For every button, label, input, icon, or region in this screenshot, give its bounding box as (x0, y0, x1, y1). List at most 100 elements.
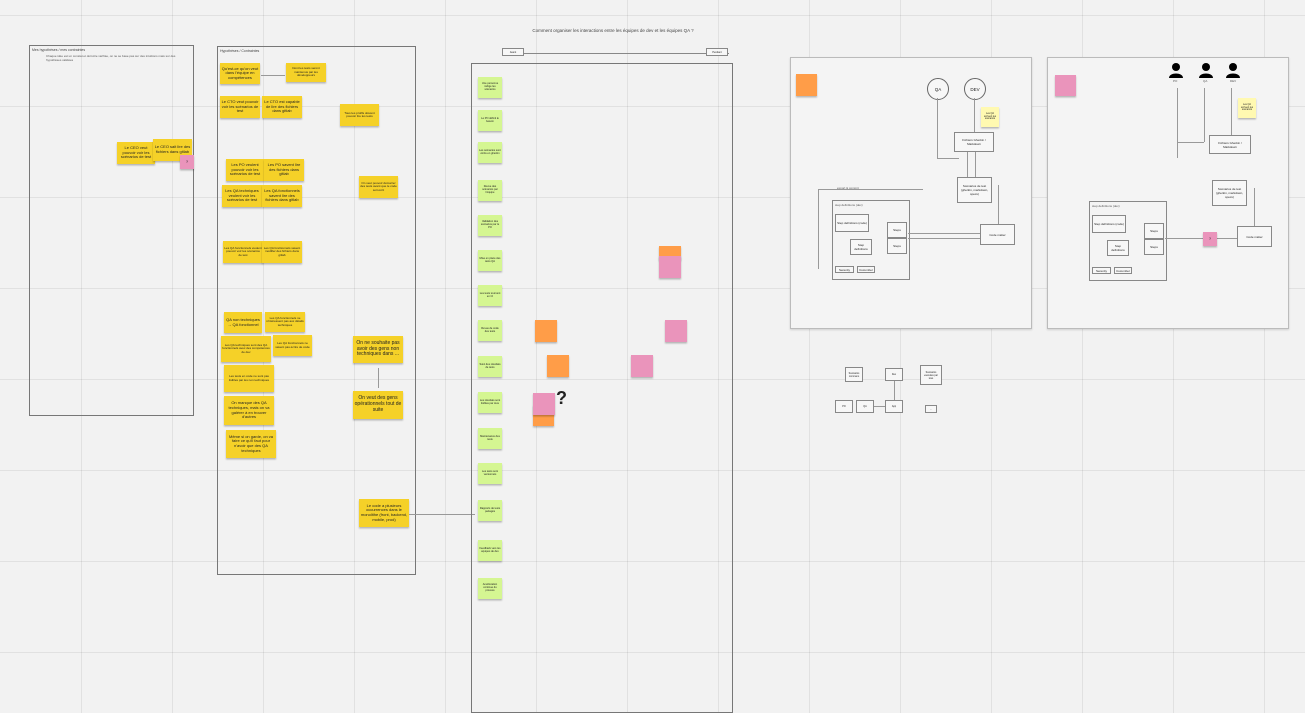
sticky-note[interactable]: Les QA fonctionnels savent lire des fich… (262, 185, 302, 207)
sticky-note-pink[interactable] (659, 256, 681, 278)
diagram-frame-a[interactable]: QA DEV Les QA écrivent les scénarios Fic… (790, 57, 1032, 329)
sticky-note[interactable]: Les QA fonctionnels veulent pouvoir voir… (223, 241, 263, 263)
actor-label: PO (1173, 79, 1178, 83)
sticky-note-green[interactable]: Maintenance des tests (478, 428, 502, 449)
box-step-definitions[interactable]: Step definitions (code) (1092, 215, 1126, 233)
box-gherkin-files[interactable]: Fichiers Gherkin / Markdown (1209, 135, 1251, 154)
box-step-definitions-2[interactable]: Step definitions (850, 239, 872, 255)
sticky-note[interactable]: Les QA techniques veulent voir les scéna… (222, 185, 262, 207)
sticky-note[interactable]: On ne souhaite pas avoir des gens non te… (353, 336, 403, 363)
sticky-note[interactable]: Les PO savent lire des fichiers dans git… (264, 159, 304, 181)
diagram-frame-b[interactable]: PO QA DEV Les QA écrivent les scénarios Fi… (1047, 57, 1289, 329)
box-cucumber[interactable]: Cucumber (857, 266, 875, 273)
sticky-note[interactable]: Qu'est-ce qu'on veut dans l'équipe en co… (220, 63, 260, 84)
mini-box-small[interactable]: … (925, 405, 937, 413)
frame-hypotheses-left[interactable]: Mes hypothèses / mes contraintes Chaque … (29, 45, 194, 416)
connector-line (908, 238, 980, 239)
frame-hypotheses[interactable]: Hypothèses / Contraintes (217, 46, 416, 575)
sticky-note[interactable]: Les QA techniques sont des QA fonctionne… (221, 336, 271, 362)
sticky-note[interactable]: QA non techniques → QA fonctionnel (224, 312, 262, 333)
connector-line (937, 158, 959, 159)
actor-label: QA (1203, 79, 1208, 83)
box-steps-2[interactable]: Steps (887, 238, 907, 254)
connector-line (998, 185, 999, 225)
box-code-metier[interactable]: Code métier (980, 224, 1015, 245)
mini-box-po[interactable]: PO (835, 400, 853, 413)
connector-line (975, 152, 976, 177)
sticky-note-pink[interactable]: ? (180, 155, 194, 169)
sticky-note-green[interactable]: Rapports de tests partagés (478, 500, 502, 521)
actor-label: DEV (1230, 79, 1237, 83)
link-label: export & commit (837, 186, 859, 190)
sticky-note-green[interactable]: Mise en place des tests QA (478, 250, 502, 271)
sticky-note[interactable]: Tous les profils doivent pouvoir lire le… (340, 104, 379, 126)
connector-line (1204, 88, 1205, 142)
box-step-definitions[interactable]: Step definitions (code) (835, 214, 869, 232)
sticky-note-green[interactable]: Les scénarios sont écrits en gherkin (478, 142, 502, 163)
sticky-note-green[interactable]: Les tests tournent en CI (478, 285, 502, 306)
sticky-note-orange[interactable] (796, 74, 817, 96)
process-column[interactable] (471, 63, 733, 713)
step-definitions-frame[interactable]: step definitions (dev) Step definitions … (1089, 201, 1167, 281)
timeline-end[interactable]: Pendant (706, 48, 728, 56)
frame-description: Chaque idée est un constat et doit être … (46, 54, 176, 62)
sticky-note[interactable]: Même si on garde, on va faire ce qu'il f… (226, 430, 276, 458)
timeline-arrow (524, 53, 729, 54)
sticky-note[interactable]: Le code a plusieurs occurrences dans le … (359, 499, 409, 527)
sticky-note-green[interactable]: Les tests sont versionnés (478, 463, 502, 484)
sticky-note-green[interactable]: Revue des scénarios par l'équipe (478, 180, 502, 201)
sticky-note-pink[interactable] (665, 320, 687, 342)
sticky-note-orange[interactable] (535, 320, 557, 342)
sticky-note-green[interactable]: Validation des scénarios par le PO (478, 215, 502, 236)
box-scenarios[interactable]: Scénarios de test (gherkin, markdown, sp… (957, 177, 992, 203)
mini-box-shared[interactable]: Scénarios exécutés par tous (920, 365, 942, 385)
connector-line (1254, 188, 1255, 226)
sticky-note[interactable]: Les QA écrivent les scénarios (1238, 98, 1256, 118)
frame-label: step definitions (dev) (1092, 204, 1120, 208)
box-code-metier[interactable]: Code métier (1237, 226, 1272, 247)
sticky-note[interactable]: Les tests en code ne sont pas lisibles p… (224, 365, 274, 392)
sticky-note-green[interactable]: Suivi des résultats de tests (478, 356, 502, 377)
sticky-note-pink[interactable]: ? (1203, 232, 1217, 246)
mini-box-dev[interactable]: Dev (885, 368, 903, 381)
mini-box-qa[interactable]: QA (856, 400, 874, 413)
step-definitions-frame[interactable]: step definitions (dev) Step definitions … (832, 200, 910, 280)
sticky-note-green[interactable]: Les résultats sont lisibles par tous (478, 392, 502, 413)
sticky-note[interactable]: Les QA fonctionnels ne s'intéressent pas… (265, 312, 305, 332)
connector-line (908, 233, 980, 234)
box-scenarios[interactable]: Scénarios de test (gherkin, markdown, sp… (1212, 180, 1247, 206)
sticky-note[interactable]: Les PO veulent pouvoir voir les scénario… (226, 159, 264, 181)
board-title: Comment organiser les interactions entre… (532, 28, 694, 33)
box-steps[interactable]: Steps (1144, 223, 1164, 239)
box-gherkin-files[interactable]: Fichiers Gherkin / Markdown (954, 132, 994, 152)
sticky-note-green[interactable]: Amélioration continue du process (478, 578, 502, 599)
sticky-note-green[interactable]: Revue de code des tests (478, 320, 502, 341)
sticky-note[interactable]: Les QA écrivent les scénarios (981, 107, 999, 127)
sticky-note-pink[interactable] (1055, 75, 1076, 96)
sticky-note-pink[interactable] (533, 393, 555, 415)
sticky-note[interactable]: Le CEO veut pouvoir voir les scénarios d… (117, 142, 155, 164)
timeline-start[interactable]: Avant (502, 48, 524, 56)
sticky-note[interactable]: Les QA fonctionnels savent modifier des … (262, 241, 302, 263)
sticky-note[interactable]: Le CTO veut pouvoir voir les scénarios d… (220, 96, 260, 118)
sticky-note[interactable]: Le CTO est capable de lire des fichiers … (262, 96, 302, 118)
sticky-note-green[interactable]: Feedback vers les équipes de dev (478, 540, 502, 561)
sticky-note-pink[interactable] (631, 355, 653, 377)
sticky-note-orange[interactable] (547, 355, 569, 377)
frame-title: Mes hypothèses / mes contraintes (32, 48, 86, 52)
sticky-note[interactable]: On veut des gens opérationnels tout de s… (353, 391, 403, 419)
sticky-note[interactable]: On veut pouvoir démarrer des tests avant… (359, 176, 398, 198)
box-cucumber[interactable]: Cucumber (1114, 267, 1132, 274)
mini-box-scenarios[interactable]: Scénarios communs (845, 367, 863, 382)
box-serenity[interactable]: Serenity (835, 266, 854, 273)
sticky-note[interactable]: Dont les tests seront maintenus par les … (286, 63, 326, 82)
sticky-note[interactable]: Les QA fonctionnels ne savent pas écrire… (273, 335, 312, 356)
box-serenity[interactable]: Serenity (1092, 267, 1111, 274)
box-step-definitions-2[interactable]: Step definitions (1107, 240, 1129, 256)
box-steps-2[interactable]: Steps (1144, 239, 1164, 255)
sticky-note-green[interactable]: Une personne rédige les scénarios (478, 77, 502, 98)
mini-box-app[interactable]: App (885, 400, 903, 413)
box-steps[interactable]: Steps (887, 222, 907, 238)
sticky-note-green[interactable]: Le PO définit le besoin (478, 110, 502, 131)
sticky-note[interactable]: On manque des QA techniques, mais on va … (224, 396, 274, 425)
